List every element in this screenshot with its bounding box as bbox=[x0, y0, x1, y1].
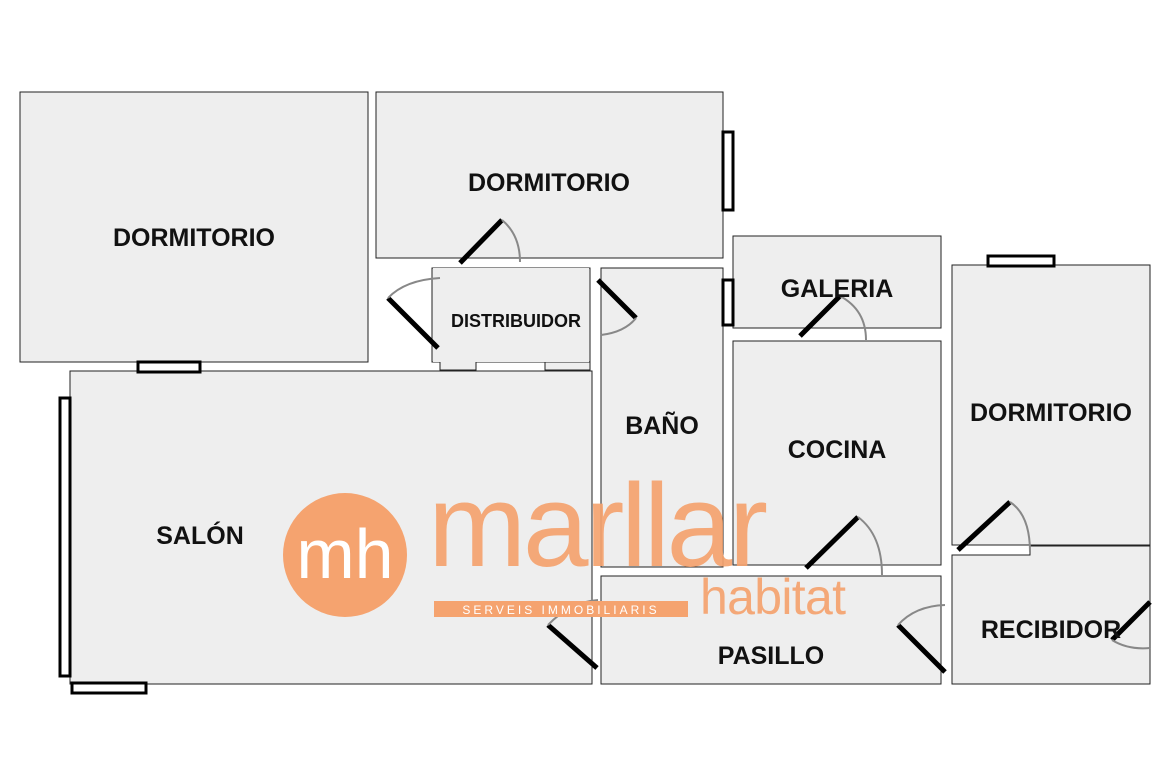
label-cocina: COCINA bbox=[788, 436, 887, 464]
label-pasillo: PASILLO bbox=[718, 642, 824, 670]
window bbox=[721, 130, 735, 212]
doors bbox=[386, 218, 1152, 674]
logo-subbrand: habitat bbox=[700, 569, 846, 625]
room-dormitorio-3 bbox=[951, 264, 1151, 546]
marllar-logo-watermark: mh marllar SERVEIS IMMOBILIARIS habitat bbox=[283, 460, 846, 625]
window bbox=[58, 396, 72, 678]
window bbox=[721, 278, 735, 327]
room-dormitorio-2 bbox=[375, 91, 724, 259]
window bbox=[136, 360, 202, 374]
logo-brand: marllar bbox=[428, 460, 768, 592]
label-dormitorio-1: DORMITORIO bbox=[113, 224, 275, 252]
distribuidor-floor bbox=[433, 268, 589, 362]
room-cocina bbox=[732, 340, 942, 566]
room-dormitorio-1 bbox=[19, 91, 369, 363]
label-dormitorio-2: DORMITORIO bbox=[468, 169, 630, 197]
label-galeria: GALERIA bbox=[781, 275, 894, 303]
room-galeria bbox=[732, 235, 942, 329]
label-recibidor: RECIBIDOR bbox=[981, 616, 1121, 644]
logo-tagline: SERVEIS IMMOBILIARIS bbox=[462, 603, 659, 617]
label-salon: SALÓN bbox=[156, 520, 244, 550]
room-bano bbox=[600, 267, 724, 568]
room-pasillo bbox=[600, 575, 942, 685]
label-bano: BAÑO bbox=[625, 410, 699, 440]
window bbox=[986, 254, 1056, 268]
label-distribuidor: DISTRIBUIDOR bbox=[451, 311, 581, 331]
window bbox=[70, 681, 148, 695]
room-recibidor bbox=[951, 545, 1151, 685]
logo-monogram: mh bbox=[296, 515, 393, 593]
label-dormitorio-3: DORMITORIO bbox=[970, 399, 1132, 427]
